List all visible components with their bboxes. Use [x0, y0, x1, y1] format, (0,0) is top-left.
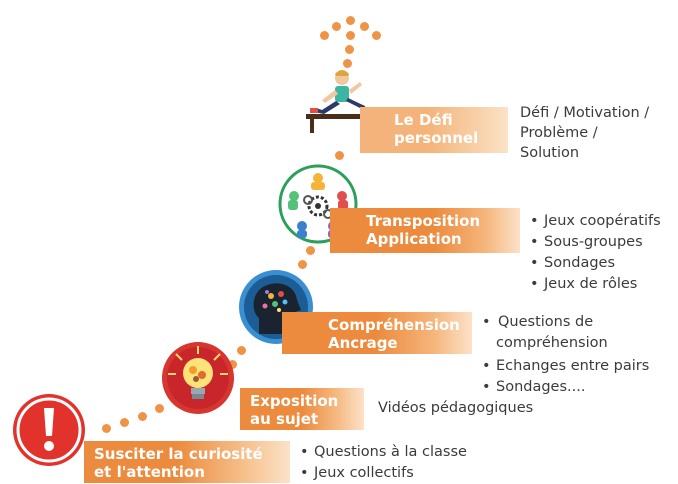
list-item: Sondages — [530, 253, 661, 274]
path-dot — [306, 246, 315, 255]
step-label-line1: Susciter la curiosité — [94, 445, 263, 463]
path-dot — [138, 412, 147, 421]
path-dot — [360, 22, 369, 31]
path-dot — [335, 151, 344, 160]
step-label-line1: Transposition — [366, 212, 481, 230]
step-description-curiosity: Questions à la classe Jeux collectifs — [300, 442, 467, 484]
step-label-line2: au sujet — [250, 410, 319, 428]
description-line: Problème / — [520, 125, 598, 141]
step-label-exposition: Exposition au sujet — [240, 388, 364, 430]
description-line: Solution — [520, 145, 580, 161]
step-description-transposition: Jeux coopératifs Sous-groupes Sondages J… — [530, 211, 661, 295]
path-dot — [346, 16, 355, 25]
list-item: Jeux coopératifs — [530, 211, 661, 232]
list-item: Questions de compréhension — [482, 312, 672, 354]
path-dot — [228, 360, 237, 369]
path-dot — [332, 22, 341, 31]
description-line: Défi / Motivation / — [520, 105, 650, 121]
path-dot — [120, 418, 129, 427]
path-dot — [320, 31, 329, 40]
step-description-defi: Défi / Motivation / Problème / Solution — [520, 103, 649, 163]
step-label-line2: Ancrage — [328, 334, 398, 352]
list-item: Sous-groupes — [530, 232, 661, 253]
path-dot — [343, 59, 352, 68]
step-label-line1: Compréhension — [328, 316, 460, 334]
path-dot — [372, 31, 381, 40]
list-item: Sondages.... — [482, 377, 672, 398]
list-item-text: Questions de compréhension — [496, 314, 608, 351]
path-dot — [155, 404, 164, 413]
step-label-line1: Le Défi — [394, 111, 453, 129]
path-dot — [237, 346, 246, 355]
step-description-exposition: Vidéos pédagogiques — [378, 398, 533, 419]
list-item: Jeux collectifs — [300, 463, 467, 484]
step-label-comprehension: Compréhension Ancrage — [282, 312, 472, 354]
list-item: Questions à la classe — [300, 442, 467, 463]
step-label-line1: Exposition — [250, 392, 339, 410]
path-dot — [102, 424, 111, 433]
step-description-comprehension: Questions de compréhension Echanges entr… — [482, 312, 672, 398]
step-label-defi: Le Défi personnel — [360, 107, 508, 153]
warning-icon — [11, 392, 87, 468]
step-label-line2: et l'attention — [94, 463, 205, 481]
path-dot — [346, 31, 355, 40]
path-dot — [345, 45, 354, 54]
step-label-curiosity: Susciter la curiosité et l'attention — [84, 441, 290, 483]
list-item: Echanges entre pairs — [482, 356, 672, 377]
runner-hurdle-icon — [302, 66, 384, 136]
list-item: Jeux de rôles — [530, 274, 661, 295]
step-label-line2: personnel — [394, 129, 479, 147]
path-dot — [298, 260, 307, 269]
step-label-line2: Application — [366, 230, 462, 248]
description-text: Vidéos pédagogiques — [378, 400, 534, 416]
lightbulb-icon — [160, 340, 236, 416]
step-label-transposition: Transposition Application — [330, 208, 520, 253]
